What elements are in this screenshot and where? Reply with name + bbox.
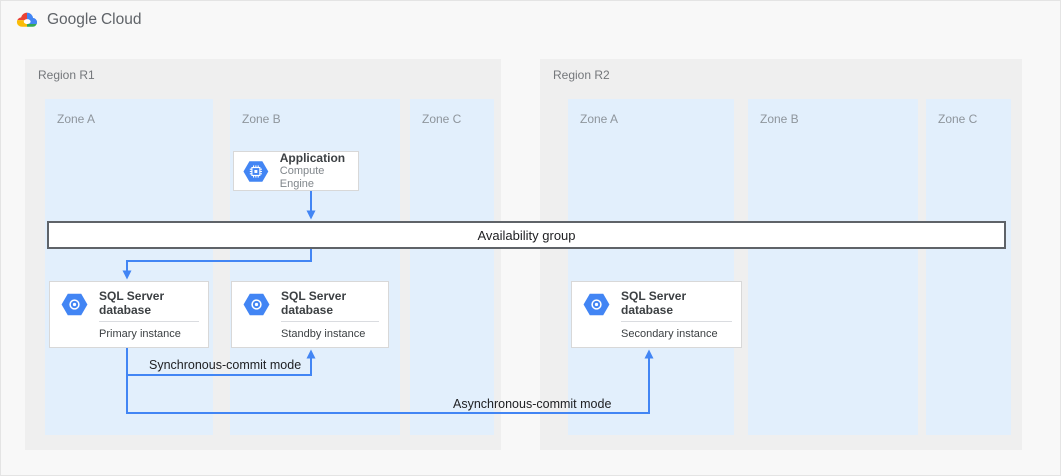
brand-cloud: Cloud: [100, 11, 142, 28]
divider: [99, 321, 199, 322]
sql-standby-title: SQL Server database: [281, 289, 347, 317]
zone-label: Zone B: [242, 112, 281, 126]
zone-label: Zone C: [938, 112, 978, 126]
sql-secondary-node: SQL Server database Secondary instance: [571, 281, 742, 348]
region-r2-zone-b: Zone B: [748, 99, 918, 435]
region-r1-zone-a: Zone A: [45, 99, 213, 435]
application-subtitle: Compute Engine: [279, 165, 325, 190]
availability-group-label: Availability group: [477, 227, 576, 243]
zone-label: Zone B: [760, 112, 799, 126]
cloud-sql-icon: [243, 293, 270, 316]
sql-secondary-title: SQL Server database: [621, 289, 687, 317]
sql-primary-instance-label: Primary instance: [99, 328, 181, 340]
application-node: Application Compute Engine: [233, 151, 359, 191]
region-r1-zone-c: Zone C: [410, 99, 494, 435]
region-r2-label: Region R2: [553, 68, 610, 82]
cloud-sql-icon: [61, 293, 88, 316]
sql-primary-title: SQL Server database: [99, 289, 165, 317]
availability-group-bar: Availability group: [47, 221, 1006, 249]
region-r1-label: Region R1: [38, 68, 95, 82]
google-cloud-logo-icon: [16, 12, 38, 27]
divider: [281, 321, 379, 322]
async-commit-label: Asynchronous-commit mode: [453, 397, 612, 411]
sql-standby-instance-label: Standby instance: [281, 328, 366, 340]
brand-google: Google: [47, 11, 97, 28]
region-r1-zone-b: Zone B: [230, 99, 400, 435]
zone-label: Zone C: [422, 112, 462, 126]
zone-label: Zone A: [57, 112, 96, 126]
sql-primary-node: SQL Server database Primary instance: [49, 281, 209, 348]
cloud-sql-icon: [583, 293, 610, 316]
zone-label: Zone A: [580, 112, 619, 126]
region-r2-zone-a: Zone A: [568, 99, 734, 435]
divider: [621, 321, 732, 322]
application-title: Application: [279, 151, 346, 165]
region-r2-zone-c: Zone C: [926, 99, 1011, 435]
compute-engine-icon: [243, 160, 269, 182]
sql-standby-node: SQL Server database Standby instance: [231, 281, 389, 348]
sql-secondary-instance-label: Secondary instance: [621, 328, 718, 340]
sync-commit-label: Synchronous-commit mode: [149, 358, 302, 372]
